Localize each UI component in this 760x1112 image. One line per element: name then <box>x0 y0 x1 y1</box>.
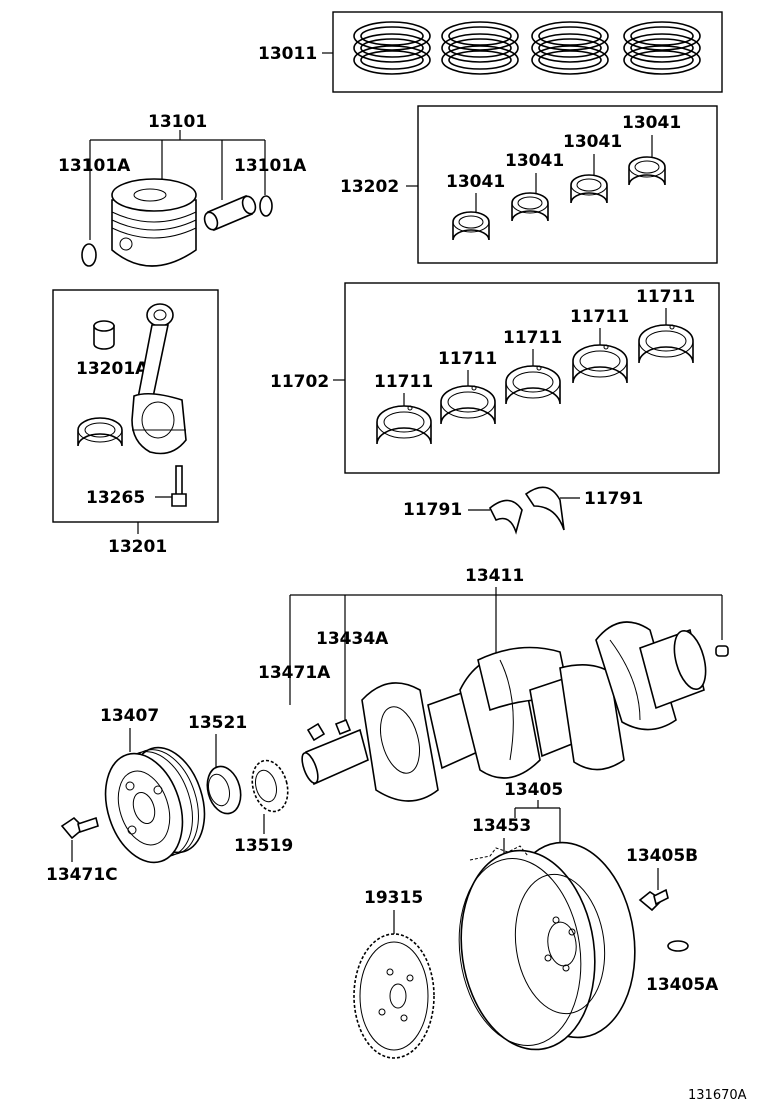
label-main-bearing-4: 11711 <box>570 307 629 327</box>
connecting-rod-box <box>52 289 219 523</box>
timing-rotor-group: 19315 <box>353 888 435 1059</box>
crank-gear-illustration <box>206 765 242 815</box>
label-rod-bearing-2: 13041 <box>505 151 564 171</box>
label-flywheel-bolt: 13405B <box>626 846 698 866</box>
rod-bearing-set-box <box>417 105 718 264</box>
flywheel-illustration <box>458 841 636 1051</box>
label-connecting-rod: 13201 <box>108 537 167 557</box>
label-ring-gear: 13453 <box>472 816 531 836</box>
crankshaft-pin-illustration <box>715 645 729 657</box>
pulley-group: 13407 <box>100 706 206 864</box>
pulley-bolt-illustration <box>60 816 99 840</box>
piston-ring-set-group: 13011 <box>258 11 723 93</box>
piston-illustration <box>111 178 197 267</box>
key-b-illustration <box>306 722 326 742</box>
label-rod-bolt: 13265 <box>86 488 145 508</box>
key-a-illustration <box>334 718 352 736</box>
label-piston-ring-set: 13011 <box>258 44 317 64</box>
piston-pin-illustration <box>203 194 257 232</box>
rod-cap-bearing-illustration <box>77 417 123 447</box>
label-main-bearing-1: 11711 <box>374 372 433 392</box>
label-timing-rotor: 19315 <box>364 888 423 908</box>
label-gear-ring: 13519 <box>234 836 293 856</box>
main-bearing-set-group: 11702 11711 11711 11711 11711 11711 <box>270 282 720 474</box>
label-rod-bearing-1: 13041 <box>446 172 505 192</box>
label-main-bearing-5: 11711 <box>636 287 695 307</box>
main-bearing-set-box <box>344 282 720 474</box>
flywheel-fastener-group: 13405B 13405A <box>626 846 719 995</box>
thrust-washer-left-illustration <box>488 499 523 535</box>
rod-bearing-set-group: 13202 13041 13041 13041 13041 <box>340 105 718 264</box>
crankshaft-group: 13411 13434A 13471A <box>258 566 729 802</box>
label-main-bearing-3: 11711 <box>503 328 562 348</box>
label-rod-bearing-set: 13202 <box>340 177 399 197</box>
piston-ring-set-box <box>332 11 723 93</box>
rod-bearing-illustrations <box>452 156 666 241</box>
flywheel-group: 13405 13453 <box>458 780 636 1051</box>
crank-gear-group: 13521 13519 <box>188 713 293 856</box>
figure-number: 131670A <box>688 1088 747 1103</box>
label-flywheel: 13405 <box>504 780 563 800</box>
label-thrust-washer-left: 11791 <box>403 500 462 520</box>
label-pulley: 13407 <box>100 706 159 726</box>
label-pulley-bolt: 13471C <box>46 865 118 885</box>
label-key-a: 13434A <box>316 629 389 649</box>
label-piston-clip-right: 13101A <box>234 156 307 176</box>
main-bearing-illustrations <box>376 324 694 445</box>
pulley-illustration <box>104 746 206 864</box>
timing-rotor-illustration <box>353 933 435 1059</box>
label-rod-bearing-4: 13041 <box>622 113 681 133</box>
label-piston: 13101 <box>148 112 207 132</box>
label-flywheel-pin: 13405A <box>646 975 719 995</box>
label-thrust-washer-right: 11791 <box>584 489 643 509</box>
connecting-rod-illustration <box>131 303 187 455</box>
thrust-washer-group: 11791 11791 <box>403 486 643 535</box>
piston-clip-left-illustration <box>81 243 97 267</box>
pulley-bolt-group: 13471C <box>46 816 118 885</box>
piston-clip-right-illustration <box>259 195 273 217</box>
piston-group: 13101 13101A 13101A <box>58 112 307 267</box>
label-main-bearing-2: 11711 <box>438 349 497 369</box>
label-crankshaft: 13411 <box>465 566 524 586</box>
gear-ring-illustration <box>251 759 289 813</box>
flywheel-pin-illustration <box>667 940 689 952</box>
rod-bolt-illustration <box>171 465 187 507</box>
label-crank-gear: 13521 <box>188 713 247 733</box>
label-main-bearing-set: 11702 <box>270 372 329 392</box>
rod-bushing-illustration <box>93 320 115 350</box>
connecting-rod-group: 13201 13201A 13265 <box>52 289 219 557</box>
piston-ring-set-illustration <box>353 21 701 75</box>
crankshaft-illustration <box>301 621 707 802</box>
label-rod-bushing: 13201A <box>76 359 149 379</box>
label-key-b: 13471A <box>258 663 331 683</box>
label-rod-bearing-3: 13041 <box>563 132 622 152</box>
label-piston-clip-left: 13101A <box>58 156 131 176</box>
flywheel-bolt-illustration <box>638 888 669 912</box>
thrust-washer-right-illustration <box>524 486 565 531</box>
